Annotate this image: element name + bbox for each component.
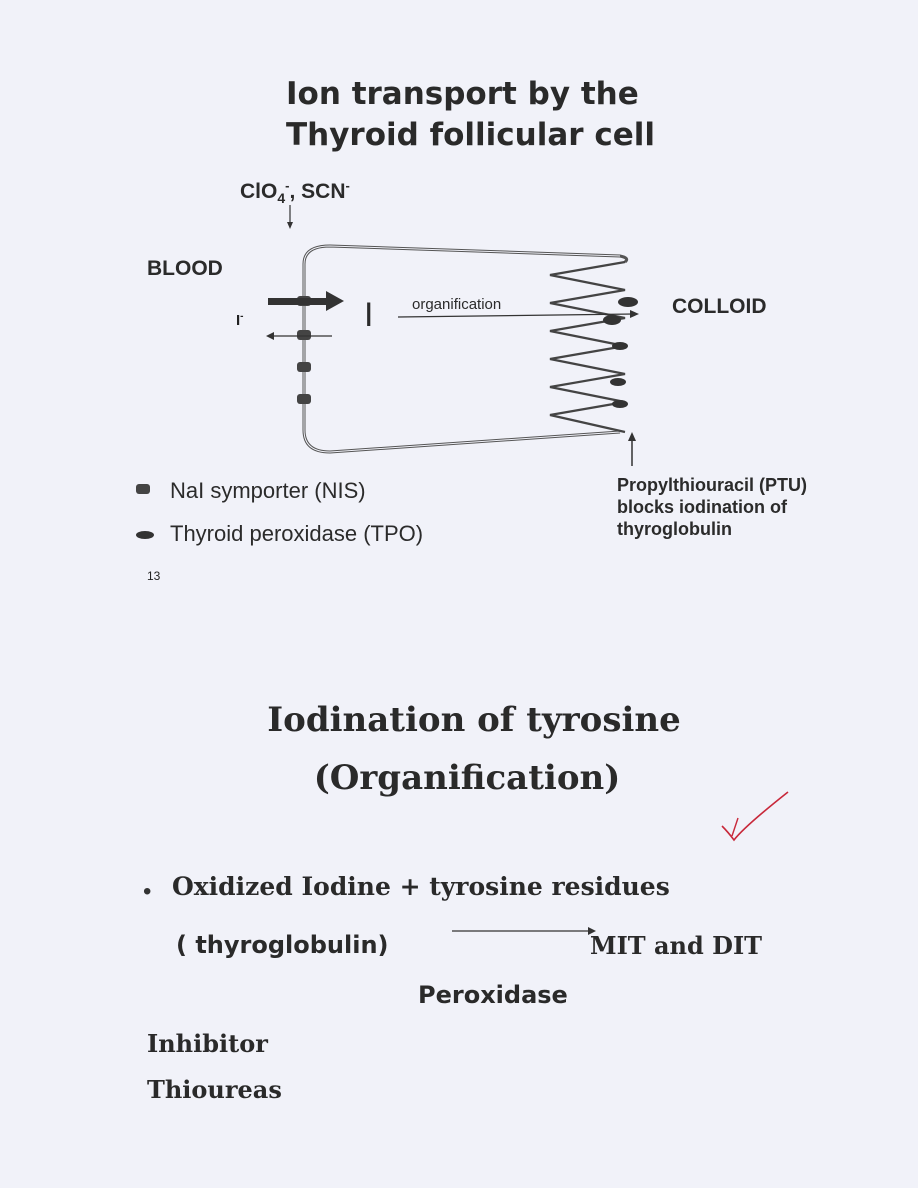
iodide-uptake-arrowhead bbox=[326, 291, 344, 311]
blood-label: BLOOD bbox=[147, 257, 223, 280]
product-text: MIT and DIT bbox=[590, 931, 763, 960]
inhibitor-value: Thioureas bbox=[147, 1075, 282, 1104]
legend-item-nis: NaI symporter (NIS) bbox=[170, 478, 366, 503]
inhibitor-heading: Inhibitor bbox=[147, 1029, 268, 1058]
slide-1-title-line-1: Ion transport by the bbox=[286, 76, 639, 112]
nis-symporter-2 bbox=[297, 330, 311, 340]
organification-arrow bbox=[397, 313, 635, 318]
intracellular-iodine-label: I bbox=[364, 296, 374, 334]
tpo-icon bbox=[136, 531, 154, 539]
tpo-1 bbox=[618, 297, 638, 307]
tpo-2 bbox=[603, 315, 621, 325]
bullet-text: Oxidized Iodine + tyrosine residues bbox=[172, 872, 670, 901]
cell-membrane-top-inner bbox=[303, 245, 621, 265]
slide-1-title: Ion transport by the Thyroid follicular … bbox=[286, 74, 655, 156]
slide-2-title-line-2: (Organification) bbox=[313, 758, 621, 798]
tpo-5 bbox=[612, 400, 628, 408]
bullet-icon: • bbox=[143, 878, 152, 905]
nis-symporter-icon bbox=[136, 484, 150, 494]
legend-item-tpo: Thyroid peroxidase (TPO) bbox=[170, 521, 424, 546]
page-number: 13 bbox=[147, 569, 161, 583]
ptu-note: Propylthiouracil (PTU) blocks iodination… bbox=[617, 475, 808, 539]
nis-symporter-3 bbox=[297, 362, 311, 372]
follicular-cell-diagram bbox=[136, 205, 639, 539]
enzyme-text: Peroxidase bbox=[418, 981, 568, 1009]
tpo-4 bbox=[610, 378, 626, 386]
slide-1-title-line-2: Thyroid follicular cell bbox=[286, 117, 656, 153]
tpo-3 bbox=[612, 342, 628, 350]
iodide-uptake-arrow-shaft bbox=[268, 298, 330, 305]
reactant-text: ( thyroglobulin) bbox=[176, 931, 389, 959]
nis-symporter-4 bbox=[297, 394, 311, 404]
colloid-label: COLLOID bbox=[672, 295, 767, 318]
inhibitor-arrowhead bbox=[287, 222, 293, 229]
inhibitor-ions-label: ClO4-, SCN- bbox=[240, 178, 350, 207]
organification-label: organification bbox=[412, 296, 502, 313]
iodide-label: I- bbox=[236, 311, 244, 329]
slide-2-title-line-1: Iodination of tyrosine bbox=[267, 700, 681, 740]
